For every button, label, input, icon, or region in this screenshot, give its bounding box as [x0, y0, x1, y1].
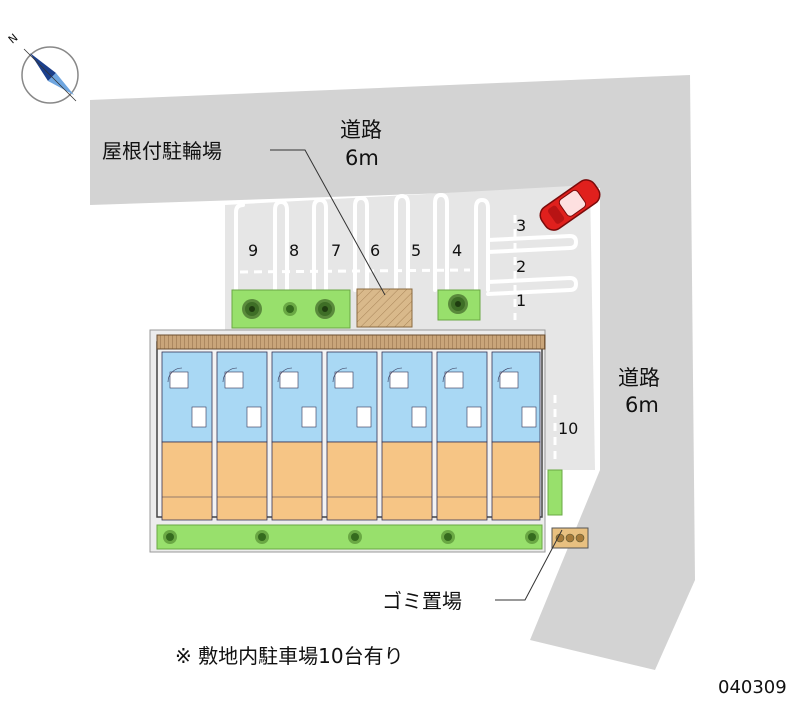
bicycle-parking-label: 屋根付駐輪場 — [102, 139, 222, 163]
garbage-area-label: ゴミ置場 — [382, 589, 462, 613]
space-8: 8 — [289, 241, 299, 260]
apartment-units — [161, 351, 541, 521]
hedge-bottom — [156, 524, 543, 550]
callout-leaders — [270, 149, 563, 601]
space-5: 5 — [411, 241, 421, 260]
road-top-width: 6m — [345, 146, 379, 170]
bicycle-parking-roof — [356, 288, 413, 328]
road-right-name: 道路 — [618, 366, 660, 390]
space-7: 7 — [331, 241, 341, 260]
road-right — [530, 75, 695, 670]
parking-stall-lines — [234, 192, 579, 296]
space-3: 3 — [516, 216, 526, 235]
catalog-code: 040309 — [718, 677, 787, 698]
stall-dashes — [239, 215, 557, 460]
compass-north-label: N — [6, 31, 21, 46]
space-4: 4 — [452, 241, 462, 260]
road-top — [90, 75, 690, 205]
building-eave — [156, 334, 546, 350]
road-right-width: 6m — [625, 393, 659, 417]
parking-numbers: 1 2 3 4 5 6 7 8 9 10 — [248, 216, 578, 438]
space-9: 9 — [248, 241, 258, 260]
space-2: 2 — [516, 257, 526, 276]
road-top-name: 道路 — [340, 118, 382, 142]
car-icon — [539, 179, 601, 231]
space-10: 10 — [558, 419, 578, 438]
parking-note: ※ 敷地内駐車場10台有り — [175, 644, 404, 668]
side-garden — [547, 469, 563, 516]
compass-rose-icon — [21, 46, 79, 104]
space-1: 1 — [516, 291, 526, 310]
space-6: 6 — [370, 241, 380, 260]
